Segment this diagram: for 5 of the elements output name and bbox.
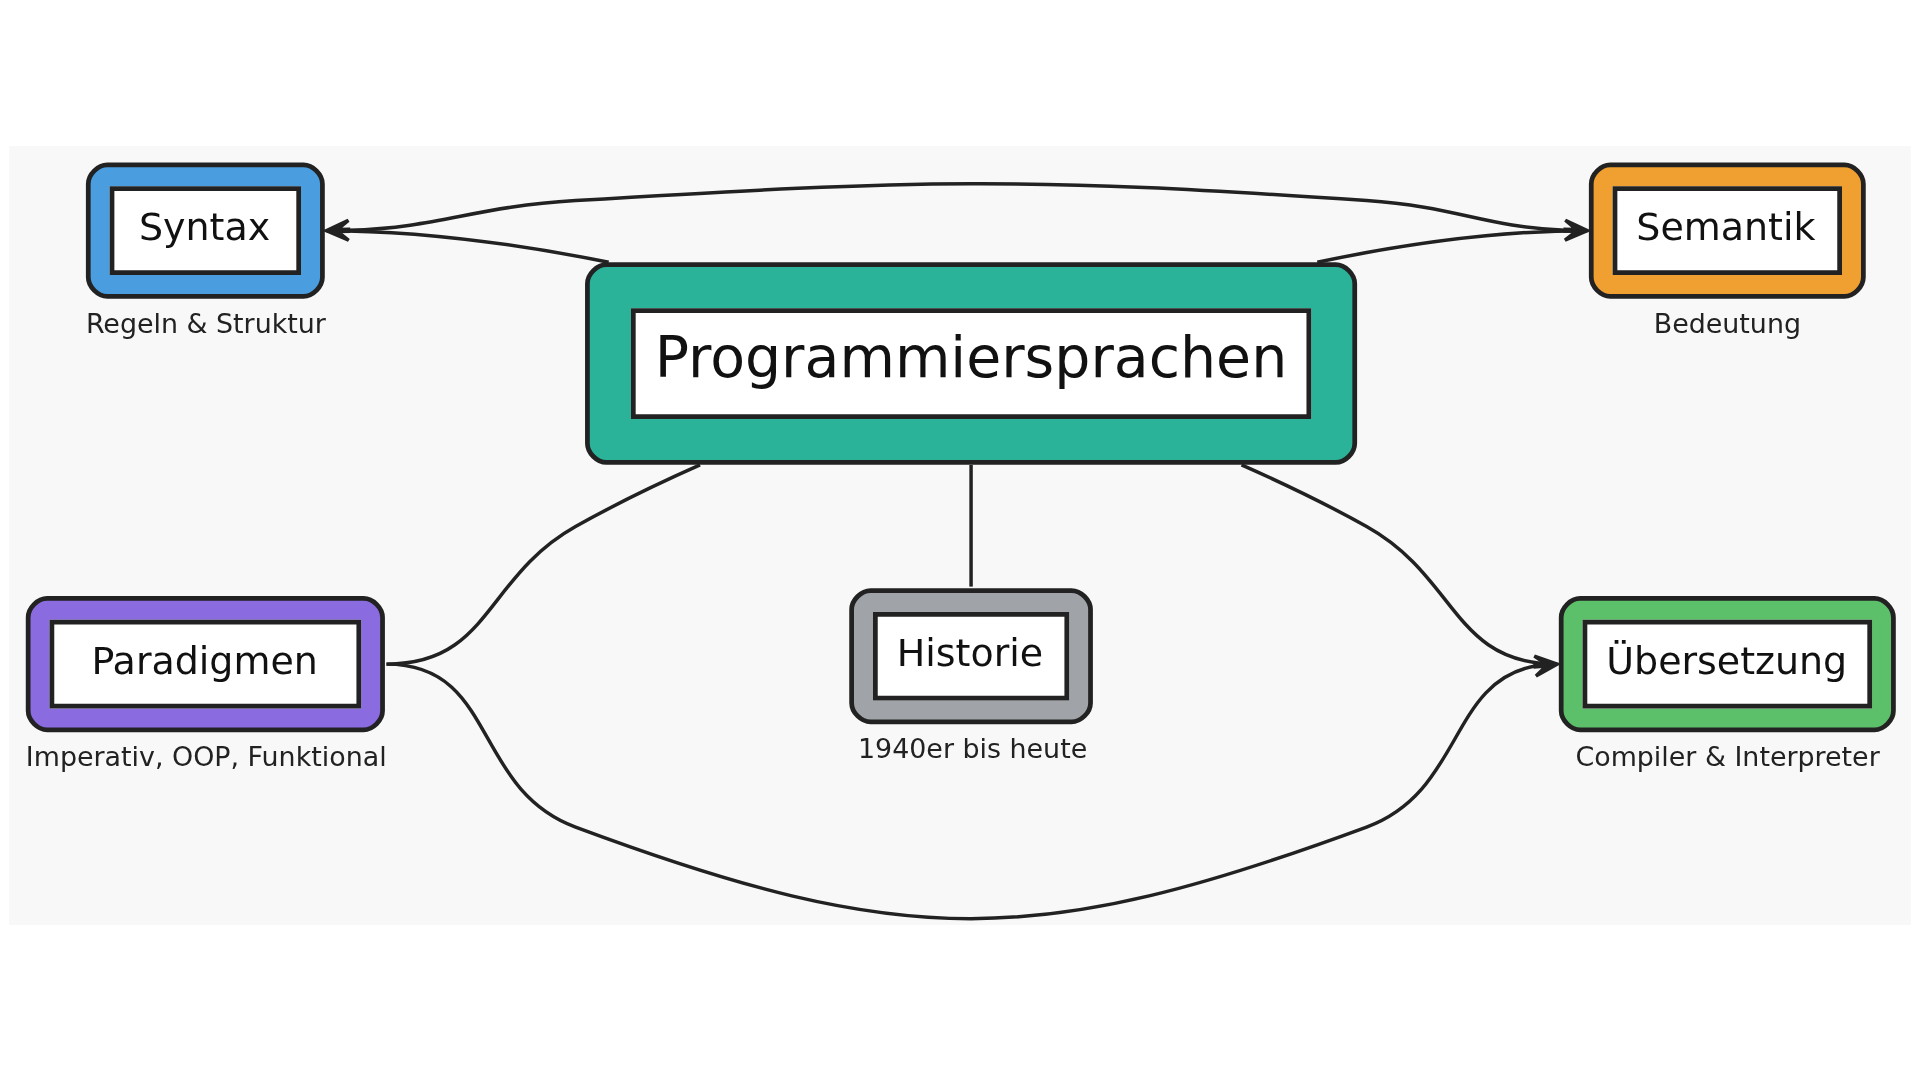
node-label: Regeln & Struktur: [85, 307, 326, 339]
node-label: Bedeutung: [1653, 307, 1802, 339]
node-label: 1940er bis heute: [857, 733, 1088, 765]
node-label: Imperativ, OOP, Funktional: [25, 741, 387, 773]
node-label: Compiler & Interpreter: [1575, 741, 1880, 773]
